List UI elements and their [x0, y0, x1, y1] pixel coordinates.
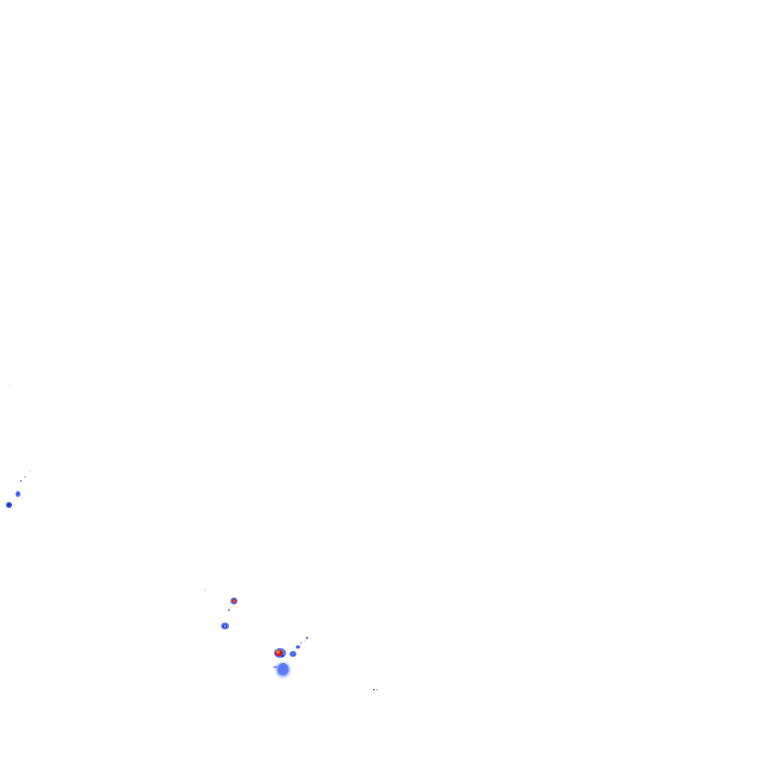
precip-cell — [305, 636, 309, 640]
precip-cell — [20, 480, 22, 482]
precip-cell — [300, 642, 302, 644]
precip-cell — [224, 625, 226, 627]
precip-cell — [9, 384, 11, 386]
precip-cell — [376, 689, 378, 691]
precip-cell — [204, 589, 206, 591]
precip-cell — [281, 654, 285, 658]
precip-cell — [297, 646, 299, 648]
precip-cell — [273, 665, 279, 669]
precip-cell-group-south — [273, 636, 378, 691]
precip-cell — [24, 476, 26, 478]
precip-cell — [7, 503, 11, 507]
precip-cell — [276, 650, 280, 654]
precip-cell — [304, 640, 306, 642]
precip-cell — [227, 608, 231, 612]
precip-cell-group-west — [6, 384, 31, 508]
precip-cell — [233, 600, 235, 602]
precip-cell — [277, 663, 289, 675]
precip-cell — [292, 653, 294, 655]
precip-cell — [17, 493, 19, 495]
precip-cell-group-central — [204, 589, 238, 630]
precip-cell — [373, 689, 375, 691]
precip-cell — [29, 470, 31, 472]
